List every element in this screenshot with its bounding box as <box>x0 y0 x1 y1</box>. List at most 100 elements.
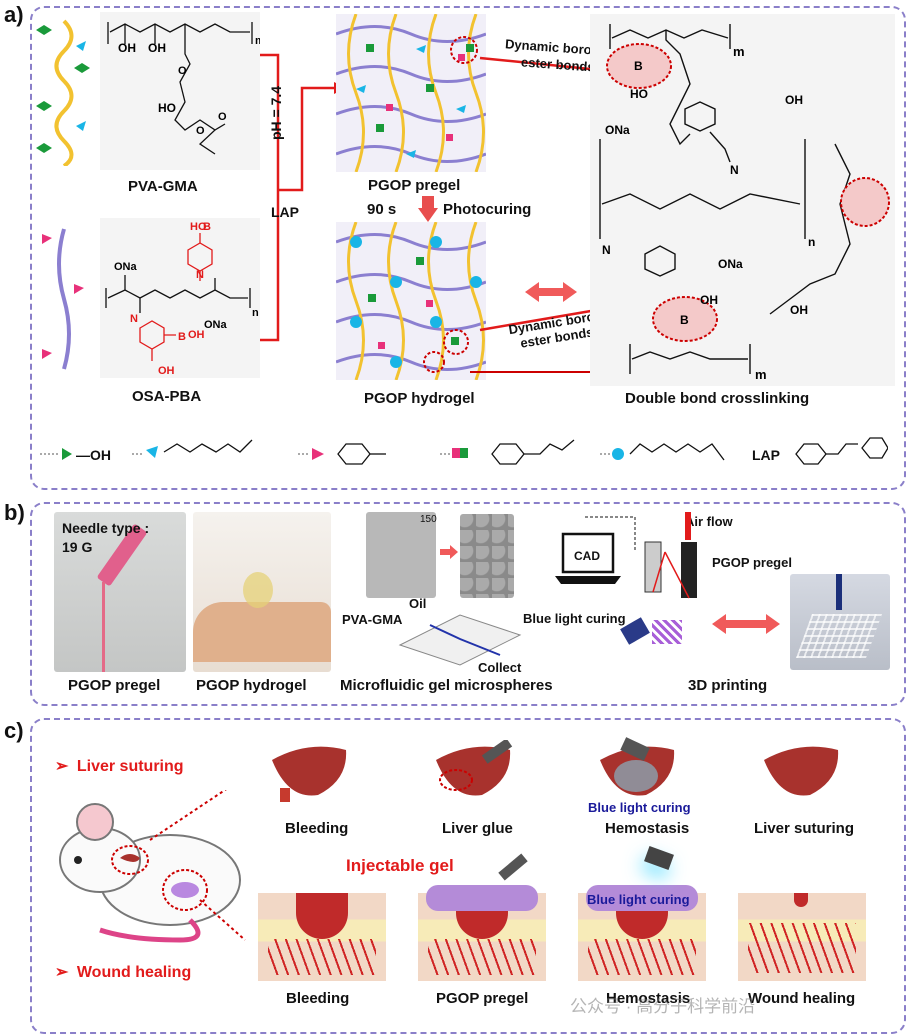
hand-photo <box>193 512 331 672</box>
green-pentagon-icon <box>40 448 72 460</box>
wound-step-1: Bleeding <box>286 990 350 1007</box>
wound-step-2: PGOP pregel <box>436 990 529 1007</box>
needle-size: 19 G <box>62 539 93 555</box>
air-flow-label: Air flow <box>685 514 733 529</box>
svg-text:OH: OH <box>158 365 175 377</box>
svg-text:OH: OH <box>148 41 166 55</box>
liver-step-4: Liver suturing <box>754 820 855 837</box>
svg-text:B: B <box>680 313 689 327</box>
watermark: 公众号 · 高分子科学前沿 <box>570 997 756 1016</box>
hydrogel-network <box>336 222 486 380</box>
c-blue-curing-1: Blue light curing <box>588 800 691 815</box>
svg-text:N: N <box>602 243 611 257</box>
svg-text:OH: OH <box>790 303 808 317</box>
svg-text:N: N <box>730 163 739 177</box>
svg-text:OH: OH <box>118 41 136 55</box>
wound-pregel <box>418 885 546 981</box>
lap-structure-icon <box>795 437 888 465</box>
microfluidic-label: Microfluidic gel microspheres <box>340 677 553 694</box>
liver-suturing-title: Liver suturing <box>76 758 184 775</box>
printed-scaffold-photo <box>790 574 890 670</box>
svg-text:n: n <box>808 235 815 249</box>
red-green-pair-icon <box>440 439 575 465</box>
osa-chain-diagram <box>42 228 84 370</box>
photocuring-time: 90 s <box>367 201 397 218</box>
svg-text:B: B <box>203 221 211 233</box>
svg-text:m: m <box>733 44 745 59</box>
injectable-gel-label: Injectable gel <box>346 856 454 875</box>
double-bond-label: Double bond crosslinking <box>625 390 810 407</box>
svg-text:N: N <box>130 313 138 325</box>
pregel-3d-label: PGOP pregel <box>712 555 792 570</box>
microfluidic-chip <box>398 614 522 666</box>
svg-text:O: O <box>178 65 187 77</box>
liver-bleeding <box>272 746 347 802</box>
bullet-icon: ➢ <box>55 758 69 775</box>
pva-gma-structure: OH OH O m HO O O <box>100 12 265 170</box>
svg-text:n: n <box>252 307 259 319</box>
wound-healing-bullet: ➢ Wound healing <box>55 962 191 982</box>
double-arrow <box>525 282 577 302</box>
liver-step-3: Hemostasis <box>605 820 690 837</box>
legend-row: —OH LAP <box>40 430 890 480</box>
hydrogel-label: PGOP hydrogel <box>364 390 475 407</box>
svg-text:N: N <box>196 269 204 281</box>
micro-scale: 150 <box>420 514 437 525</box>
pink-bowtie-icon <box>298 443 386 465</box>
bullet-icon: ➢ <box>55 964 69 981</box>
blue-dot-icon <box>600 443 725 461</box>
osa-pba-label: OSA-PBA <box>132 388 202 405</box>
ph-label: pH = 7.4 <box>268 85 284 140</box>
wound-healing-title: Wound healing <box>76 964 192 981</box>
svg-text:O: O <box>218 111 227 123</box>
lap-label: LAP <box>271 204 299 220</box>
laptop-icon <box>555 532 621 584</box>
cyan-wedge-icon <box>132 439 253 458</box>
panel-a-label: a) <box>4 2 24 27</box>
wound-hemostasis <box>578 885 706 981</box>
svg-text:HO: HO <box>190 221 207 233</box>
svg-text:ONa: ONa <box>605 123 630 137</box>
osa-pba-structure: HO B ONa ONa N N n B OH OH <box>100 218 260 378</box>
crosslink-structure: m B HO OH ONa N n N ONa B OH OH m <box>590 14 895 386</box>
printing-arrow <box>712 614 780 634</box>
b-hydrogel-label: PGOP hydrogel <box>196 677 307 694</box>
wound-bleeding <box>258 893 386 981</box>
printing-label: 3D printing <box>688 677 768 694</box>
panel-a <box>30 6 906 490</box>
pva-chain-diagram <box>36 19 90 166</box>
needle-type: Needle type : <box>62 520 150 536</box>
svg-text:ONa: ONa <box>204 319 228 331</box>
panel-b <box>30 502 906 706</box>
panel-b-label: b) <box>4 500 25 525</box>
wound-step-4: Wound healing <box>748 990 856 1007</box>
legend-oh: —OH <box>76 447 111 463</box>
panel-c-label: c) <box>4 718 24 743</box>
svg-text:ONa: ONa <box>114 261 138 273</box>
oil-label: Oil <box>409 596 427 611</box>
liver-suturing-bullet: ➢ Liver suturing <box>55 756 184 776</box>
wound-healed <box>738 893 866 981</box>
svg-text:B: B <box>634 59 643 73</box>
liver-step-1: Bleeding <box>285 820 349 837</box>
svg-text:OH: OH <box>700 293 718 307</box>
svg-text:HO: HO <box>158 101 176 115</box>
mouse-illustration <box>59 790 246 943</box>
pva-gma-label: PVA-GMA <box>128 178 198 195</box>
legend-lap: LAP <box>752 447 780 463</box>
needle-photo <box>54 512 186 672</box>
down-arrow <box>418 196 438 222</box>
pregel-label: PGOP pregel <box>368 177 461 194</box>
microchannel-photo <box>366 512 436 598</box>
liver-glue <box>436 740 513 796</box>
svg-text:m: m <box>755 367 767 382</box>
liver-hemostasis <box>600 737 675 796</box>
panel-c <box>30 718 906 1034</box>
microspheres-photo <box>460 514 514 598</box>
liver-sutured <box>764 746 839 796</box>
b-blue-light-label: Blue light curing <box>523 611 626 626</box>
printed-lattice <box>652 620 682 644</box>
wound-step-3: Hemostasis <box>606 990 691 1007</box>
syringe-nozzles <box>585 512 697 599</box>
pregel-network <box>336 14 486 172</box>
